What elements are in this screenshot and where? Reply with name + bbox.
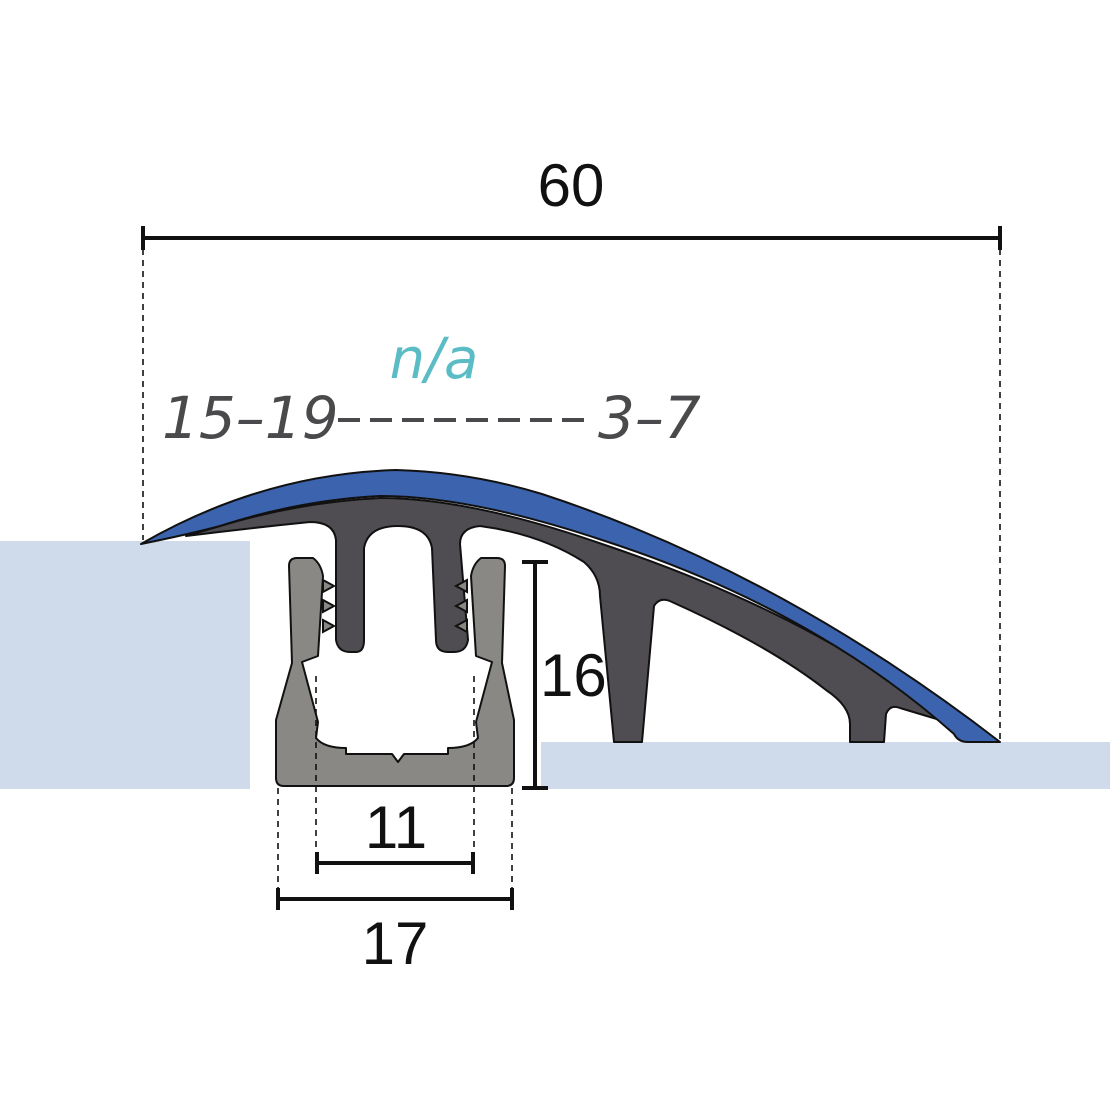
- range-right-label: 3–7: [598, 384, 701, 452]
- floor-right: [541, 742, 1110, 789]
- floor-left: [0, 541, 250, 789]
- insert-teeth: [322, 578, 468, 634]
- range-left-label: 15–19: [162, 384, 339, 452]
- dimension-total-width: [141, 226, 1002, 250]
- profile-body: [185, 497, 957, 743]
- dimension-total-width-label: 60: [538, 152, 605, 219]
- dimension-height: [522, 560, 548, 790]
- extension-lines: [142, 238, 1001, 908]
- dimension-height-label: 16: [540, 642, 607, 709]
- dimension-inner-width-label: 11: [365, 794, 427, 861]
- dimension-inner-width: [315, 852, 475, 874]
- dimension-outer-width: [276, 888, 514, 910]
- na-label: n/a: [390, 327, 479, 392]
- dimension-outer-width-label: 17: [362, 910, 429, 977]
- top-cap: [140, 469, 1001, 743]
- base-channel: [275, 557, 515, 787]
